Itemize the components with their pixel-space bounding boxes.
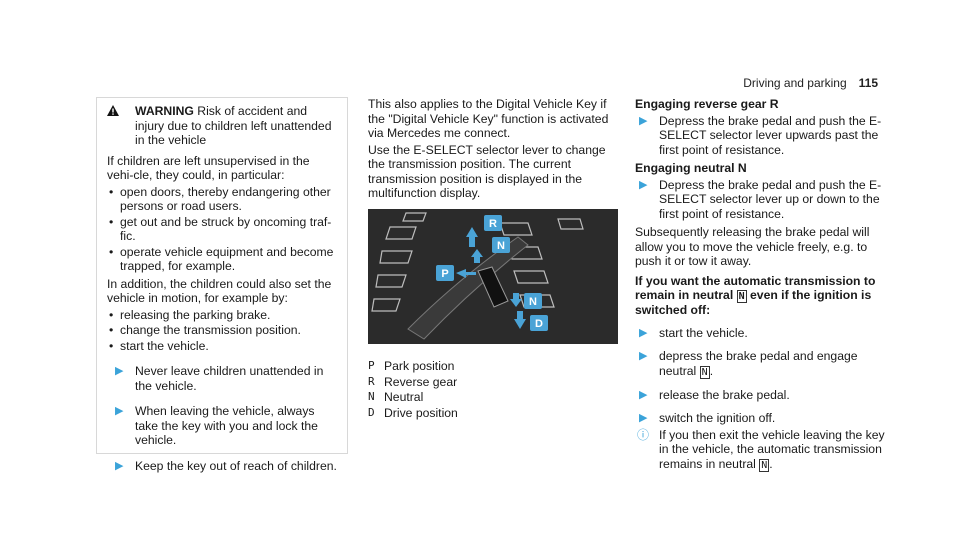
arrow-right-icon: ▶ xyxy=(115,405,124,417)
neutral-symbol-icon: N xyxy=(736,290,747,303)
neutral-symbol-icon: N xyxy=(759,458,770,472)
label-d: D xyxy=(535,318,543,330)
section-title: Driving and parking xyxy=(743,76,847,90)
label-p: P xyxy=(441,268,448,280)
step: ▶release the brake pedal. xyxy=(635,388,885,403)
heading-remain-neutral: If you want the automatic transmission t… xyxy=(635,273,876,318)
page-number: 115 xyxy=(858,76,878,90)
label-n-bottom: N xyxy=(529,296,537,308)
warning-action: ▶Keep the key out of reach of children. xyxy=(107,459,337,474)
arrow-right-icon: ▶ xyxy=(639,178,648,191)
console-trim xyxy=(407,235,529,340)
info-icon: ⓘ xyxy=(637,427,650,442)
step: ▶start the vehicle. xyxy=(635,326,885,341)
warning-action: ▶When leaving the vehicle, always take t… xyxy=(107,404,337,448)
label-n-top: N xyxy=(497,240,505,252)
warning-triangle-icon xyxy=(107,104,135,148)
middle-column: This also applies to the Digital Vehicle… xyxy=(368,97,618,421)
list-item: start the vehicle. xyxy=(107,339,337,354)
arrow-right-icon: ▶ xyxy=(639,412,648,424)
arrow-right-icon: ▶ xyxy=(115,365,124,377)
warning-title: Risk of accident and injury due to child… xyxy=(135,104,332,147)
list-item: operate vehicle equipment and become tra… xyxy=(107,245,337,274)
arrow-right-icon: ▶ xyxy=(639,388,648,401)
warning-list-1: open doors, thereby endangering other pe… xyxy=(107,185,337,274)
step: ▶Depress the brake pedal and push the E-… xyxy=(635,114,885,158)
heading-neutral: Engaging neutral N xyxy=(635,161,747,175)
warning-list-2: releasing the parking brake. change the … xyxy=(107,308,337,354)
page-header: Driving and parking 115 xyxy=(743,76,878,90)
label-r: R xyxy=(489,218,497,230)
heading-reverse: Engaging reverse gear R xyxy=(635,97,779,111)
warning-intro: If children are left unsupervised in the… xyxy=(107,153,310,183)
figure-labels: R N P N D xyxy=(436,214,548,331)
step: ▶Depress the brake pedal and push the E-… xyxy=(635,178,885,222)
arrow-right-icon: ▶ xyxy=(639,350,648,362)
selector-lever xyxy=(477,265,509,308)
warning-box: WARNING Risk of accident and injury due … xyxy=(96,97,348,473)
warning-intro-2: In addition, the children could also set… xyxy=(107,276,332,306)
step: ▶switch the ignition off. xyxy=(635,411,885,426)
right-column: Engaging reverse gear R ▶Depress the bra… xyxy=(635,97,885,472)
warning-label: WARNING xyxy=(135,104,194,118)
arrow-right-icon: ▶ xyxy=(639,114,648,127)
list-item: get out and be struck by oncoming traf-f… xyxy=(107,215,337,244)
neutral-symbol-icon: N xyxy=(699,365,710,379)
direction-arrows xyxy=(456,226,526,329)
list-item: change the transmission position. xyxy=(107,323,337,338)
list-item: releasing the parking brake. xyxy=(107,308,337,323)
arrow-right-icon: ▶ xyxy=(639,326,648,339)
step: ▶depress the brake pedal and engage neut… xyxy=(635,349,885,379)
list-item: open doors, thereby endangering other pe… xyxy=(107,185,337,214)
selector-lever-figure: R N P N D xyxy=(368,208,618,344)
push-paragraph: Subsequently releasing the brake pedal w… xyxy=(635,225,870,268)
warning-action: ▶Never leave children unattended in the … xyxy=(107,364,337,393)
warning-heading: WARNING Risk of accident and injury due … xyxy=(107,104,337,148)
digital-key-paragraph: This also applies to the Digital Vehicle… xyxy=(368,97,609,140)
arrow-right-icon: ▶ xyxy=(115,459,124,472)
eselect-paragraph: Use the E-SELECT selector lever to chang… xyxy=(368,142,606,201)
